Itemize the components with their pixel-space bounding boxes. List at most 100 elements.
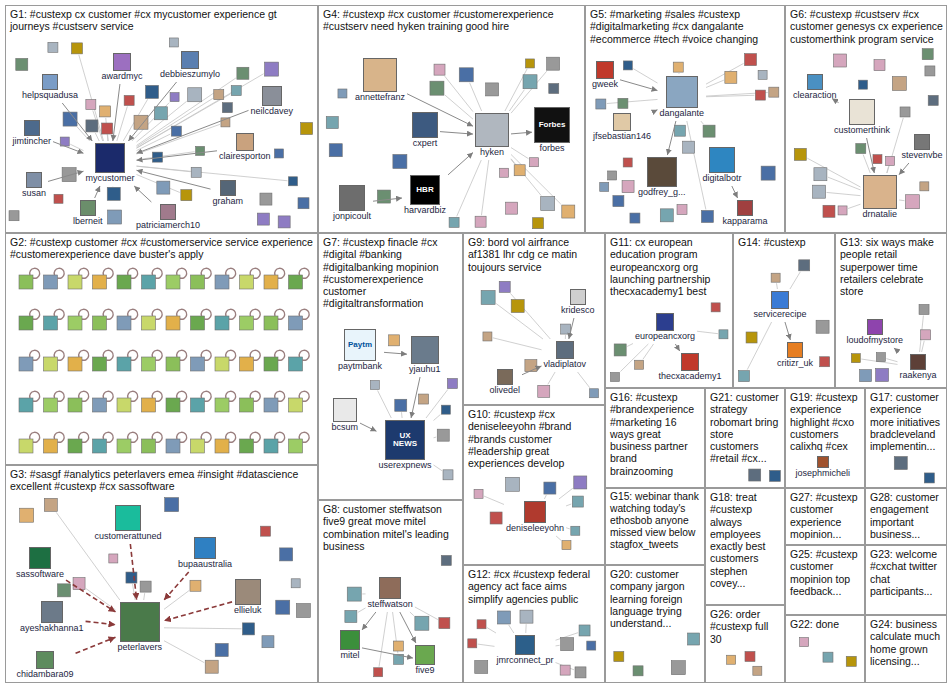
decor-vertex (289, 275, 303, 289)
decor-vertex (886, 156, 895, 165)
vertex-label: jfsebastian146 (593, 131, 651, 142)
vertex-label: critizr_uk (777, 358, 813, 369)
decor-vertex (561, 324, 571, 334)
vertex-label: mycustomer (86, 173, 135, 184)
decor-vertex (562, 205, 575, 218)
decor-spoke (434, 415, 441, 421)
decor-vertex (389, 335, 400, 346)
decor-vertex (329, 144, 342, 157)
decor-spoke (827, 192, 861, 195)
decor-vertex (590, 389, 599, 398)
decor-spoke (627, 344, 633, 347)
decor-vertex (673, 62, 683, 72)
decor-vertex (769, 470, 780, 481)
edge-line (53, 142, 83, 154)
decor-vertex (44, 357, 58, 371)
decor-vertex (820, 357, 830, 367)
decor-vertex (449, 217, 459, 227)
vertex-label: josephmicheli (796, 468, 851, 479)
vertex-label: harvardbiz (404, 205, 446, 216)
decor-vertex (9, 211, 19, 221)
group-heading: G19: #custexp experience highlight #cxo … (786, 389, 864, 452)
decor-vertex (703, 125, 715, 137)
group-box: G1: #custexp cx customer #cx mycustomer … (5, 5, 318, 233)
decor-vertex (415, 616, 429, 630)
decor-vertex (623, 61, 632, 70)
vertex-node: jonpicoult (333, 185, 371, 222)
edge-line (76, 637, 116, 653)
vertex-node: hyken (475, 113, 509, 158)
edge-line (569, 318, 574, 339)
edge-line (440, 132, 473, 134)
decor-spoke (509, 625, 514, 633)
decor-vertex (205, 660, 218, 673)
decor-vertex (326, 117, 338, 129)
decor-vertex (117, 398, 131, 412)
vertex-label: jmrconnect_pr (497, 655, 554, 666)
decor-vertex (296, 604, 310, 618)
decor-vertex (181, 190, 192, 201)
edge-line (128, 82, 176, 141)
vertex-avatar (849, 99, 875, 125)
avatar-logo-text: UX NEWS (386, 432, 424, 448)
decor-vertex (289, 316, 303, 330)
vertex-node: HBRharvardbiz (404, 175, 446, 216)
decor-vertex (525, 360, 537, 372)
vertex-node: servicerecipe (754, 291, 807, 320)
decor-spoke (401, 412, 403, 418)
vertex-avatar (807, 74, 823, 90)
vertex-avatar (379, 577, 401, 599)
group-box: G3: #sasgf #analytics peterlavers emea #… (5, 465, 318, 683)
decor-vertex (701, 210, 713, 222)
decor-vertex (240, 275, 254, 289)
vertex-label: annettefranz (355, 92, 405, 103)
decor-spoke (643, 344, 654, 359)
decor-vertex (922, 49, 933, 60)
vertex-avatar (570, 289, 586, 305)
decor-vertex (749, 469, 761, 481)
decor-vertex (260, 526, 270, 536)
decor-vertex (441, 405, 450, 414)
decor-vertex (257, 213, 269, 225)
group-box: G18: treat #custexp always employees exa… (705, 488, 785, 605)
vertex-avatar (910, 354, 926, 370)
decor-spoke (137, 166, 288, 181)
decor-vertex (614, 344, 626, 356)
vertex-label: jonpicoult (333, 211, 371, 222)
vertex-node: Paytmpaytmbank (338, 329, 382, 372)
decor-vertex (142, 439, 156, 453)
vertex-label: gweek (592, 79, 618, 90)
decor-vertex (117, 439, 131, 453)
vertex-avatar (771, 291, 789, 309)
decor-spoke (434, 437, 437, 439)
decor-vertex (622, 181, 634, 193)
vertex-node: jmrconnect_pr (497, 635, 554, 666)
decor-vertex (511, 299, 524, 312)
decor-spoke (790, 272, 800, 289)
group-heading: G9: bord vol airfrance af1381 lhr cdg ce… (464, 234, 604, 273)
vertex-avatar (656, 313, 674, 331)
decor-vertex (873, 155, 882, 164)
vertex-avatar (556, 341, 574, 359)
decor-vertex (62, 168, 76, 182)
vertex-label: patriciamerch10 (136, 220, 200, 231)
vertex-node: five9 (415, 645, 435, 676)
decor-vertex (486, 83, 499, 96)
vertex-avatar: HBR (410, 175, 440, 205)
vertex-avatar (817, 456, 829, 468)
decor-vertex (142, 316, 156, 330)
vertex-label: lberneit (73, 216, 103, 227)
decor-vertex (117, 357, 131, 371)
decor-vertex (876, 353, 885, 362)
decor-vertex (497, 611, 510, 624)
decor-vertex (291, 579, 300, 588)
decor-vertex (514, 165, 525, 176)
decor-vertex (746, 332, 757, 343)
decor-vertex (19, 357, 33, 371)
decor-spoke (701, 121, 704, 124)
decor-vertex (260, 193, 272, 205)
vertex-node: stevenvbe (902, 134, 943, 161)
decor-vertex (108, 210, 122, 224)
decor-vertex (596, 99, 606, 109)
